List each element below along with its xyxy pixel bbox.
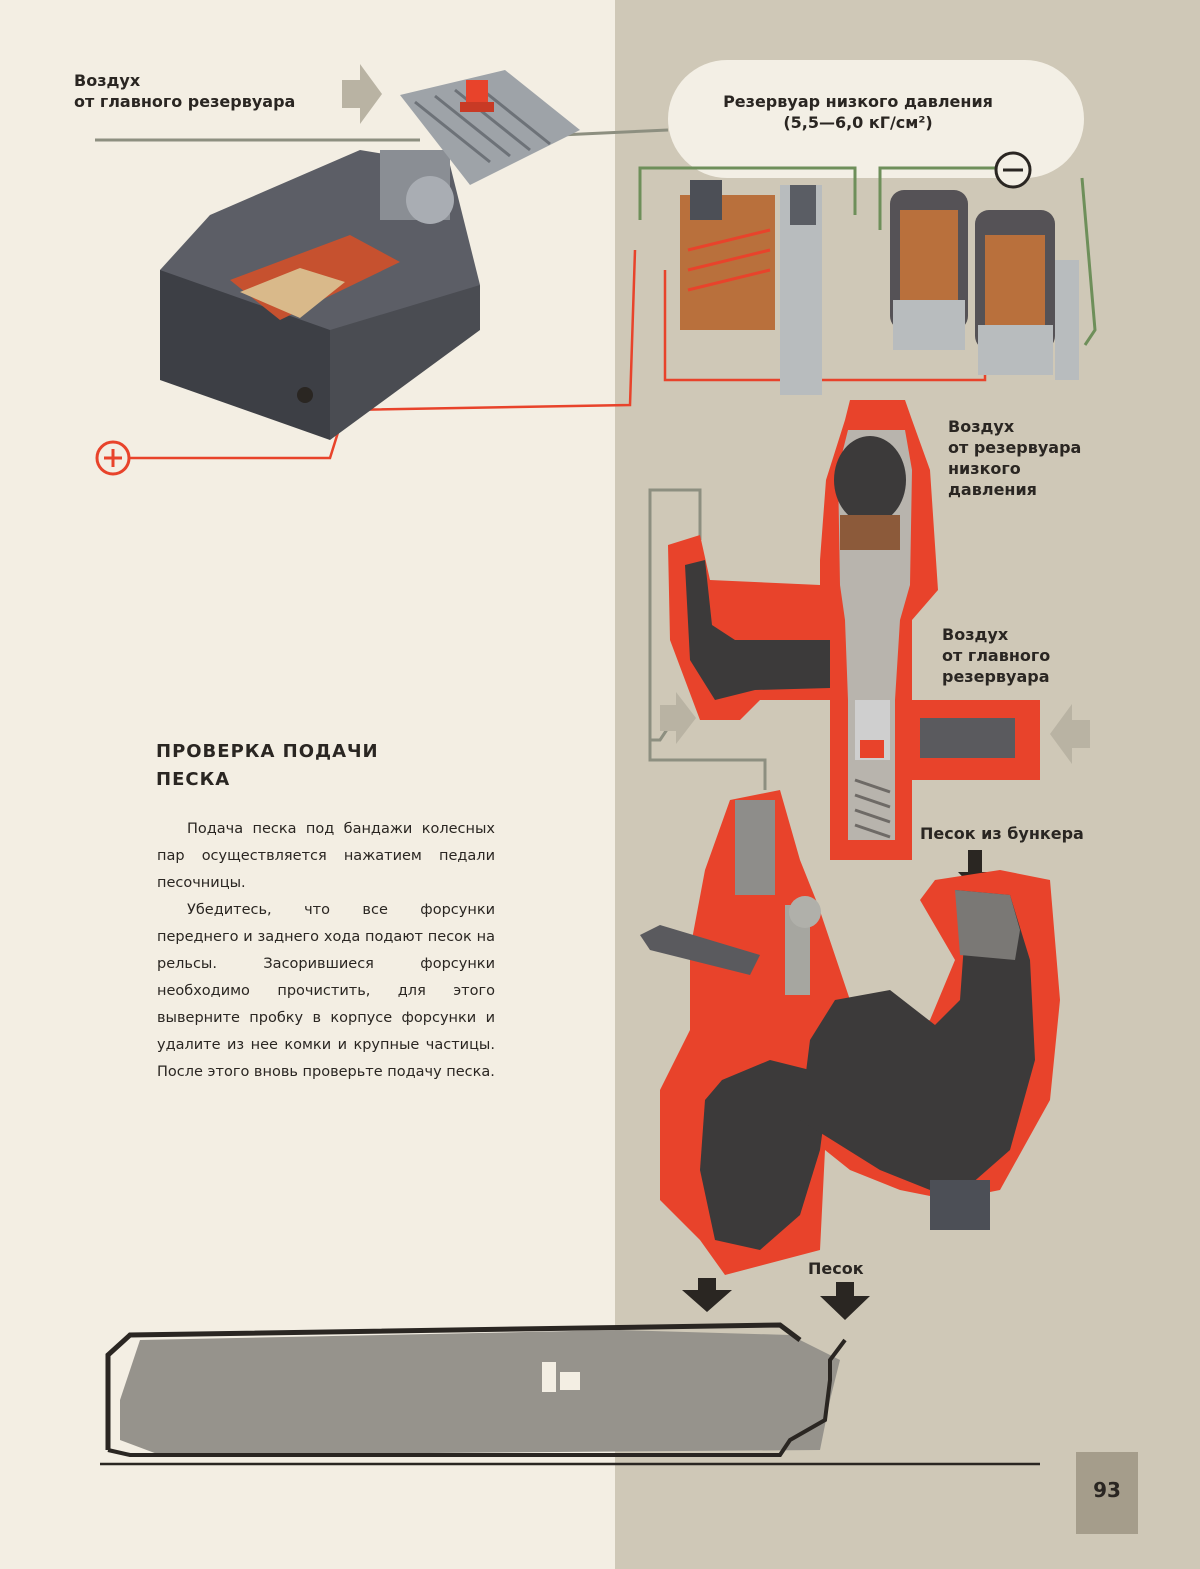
section-body: Подача песка под бандажи колесных пар ос… (157, 816, 495, 1086)
sand-nozzle-section (640, 790, 1060, 1275)
label-air-from-main-reservoir-right: Воздух от главного резервуара (942, 624, 1050, 687)
arrow-sand-out-right (820, 1282, 870, 1320)
minus-terminal (994, 151, 1032, 189)
label-line: Воздух (74, 71, 141, 90)
page-number: 93 (1093, 1478, 1121, 1502)
heading-line: ПЕСКА (156, 769, 231, 790)
label-sand-from-bunker: Песок из бункера (920, 824, 1084, 843)
label-line: давления (948, 480, 1037, 499)
sander-pedal-valve (160, 70, 580, 440)
paragraph: Подача песка под бандажи колесных пар ос… (157, 821, 495, 891)
page-number-tab (1076, 1452, 1138, 1534)
section-heading: ПРОВЕРКА ПОДАЧИ ПЕСКА (156, 738, 486, 794)
air-pipes (95, 128, 669, 142)
arrow-sand-out-left (682, 1278, 732, 1312)
locomotive-bogie-silhouette (100, 1322, 1040, 1466)
arrow-air-main-top (342, 64, 382, 124)
label-air-from-main-reservoir-top: Воздух от главного резервуара (74, 70, 295, 112)
label-air-from-low-pressure-reservoir: Воздух от резервуара низкого давления (948, 416, 1081, 500)
label-line: от главного резервуара (74, 92, 296, 111)
arrow-air-main-right (1050, 704, 1090, 764)
plus-terminal (95, 440, 131, 476)
arrow-return-left (660, 692, 696, 744)
label-line: низкого (948, 459, 1021, 478)
label-low-pressure-reservoir: Резервуар низкого давления (5,5—6,0 кГ/с… (700, 91, 1016, 133)
green-wires (638, 166, 1097, 346)
label-line: от резервуара (948, 438, 1082, 457)
label-line: резервуара (942, 667, 1050, 686)
label-line: (5,5—6,0 кГ/см²) (783, 113, 933, 132)
label-line: Воздух (948, 417, 1015, 436)
label-line: от главного (942, 646, 1051, 665)
solenoid-wire-left (648, 488, 767, 790)
distributor-valve-section (668, 400, 1040, 860)
label-line: Воздух (942, 625, 1009, 644)
label-line: Резервуар низкого давления (723, 92, 993, 111)
heading-line: ПРОВЕРКА ПОДАЧИ (156, 741, 379, 762)
paragraph: Убедитесь, что все форсунки переднего и … (157, 902, 495, 1080)
electropneumatic-valve-block (680, 180, 1079, 395)
label-sand: Песок (808, 1259, 864, 1278)
